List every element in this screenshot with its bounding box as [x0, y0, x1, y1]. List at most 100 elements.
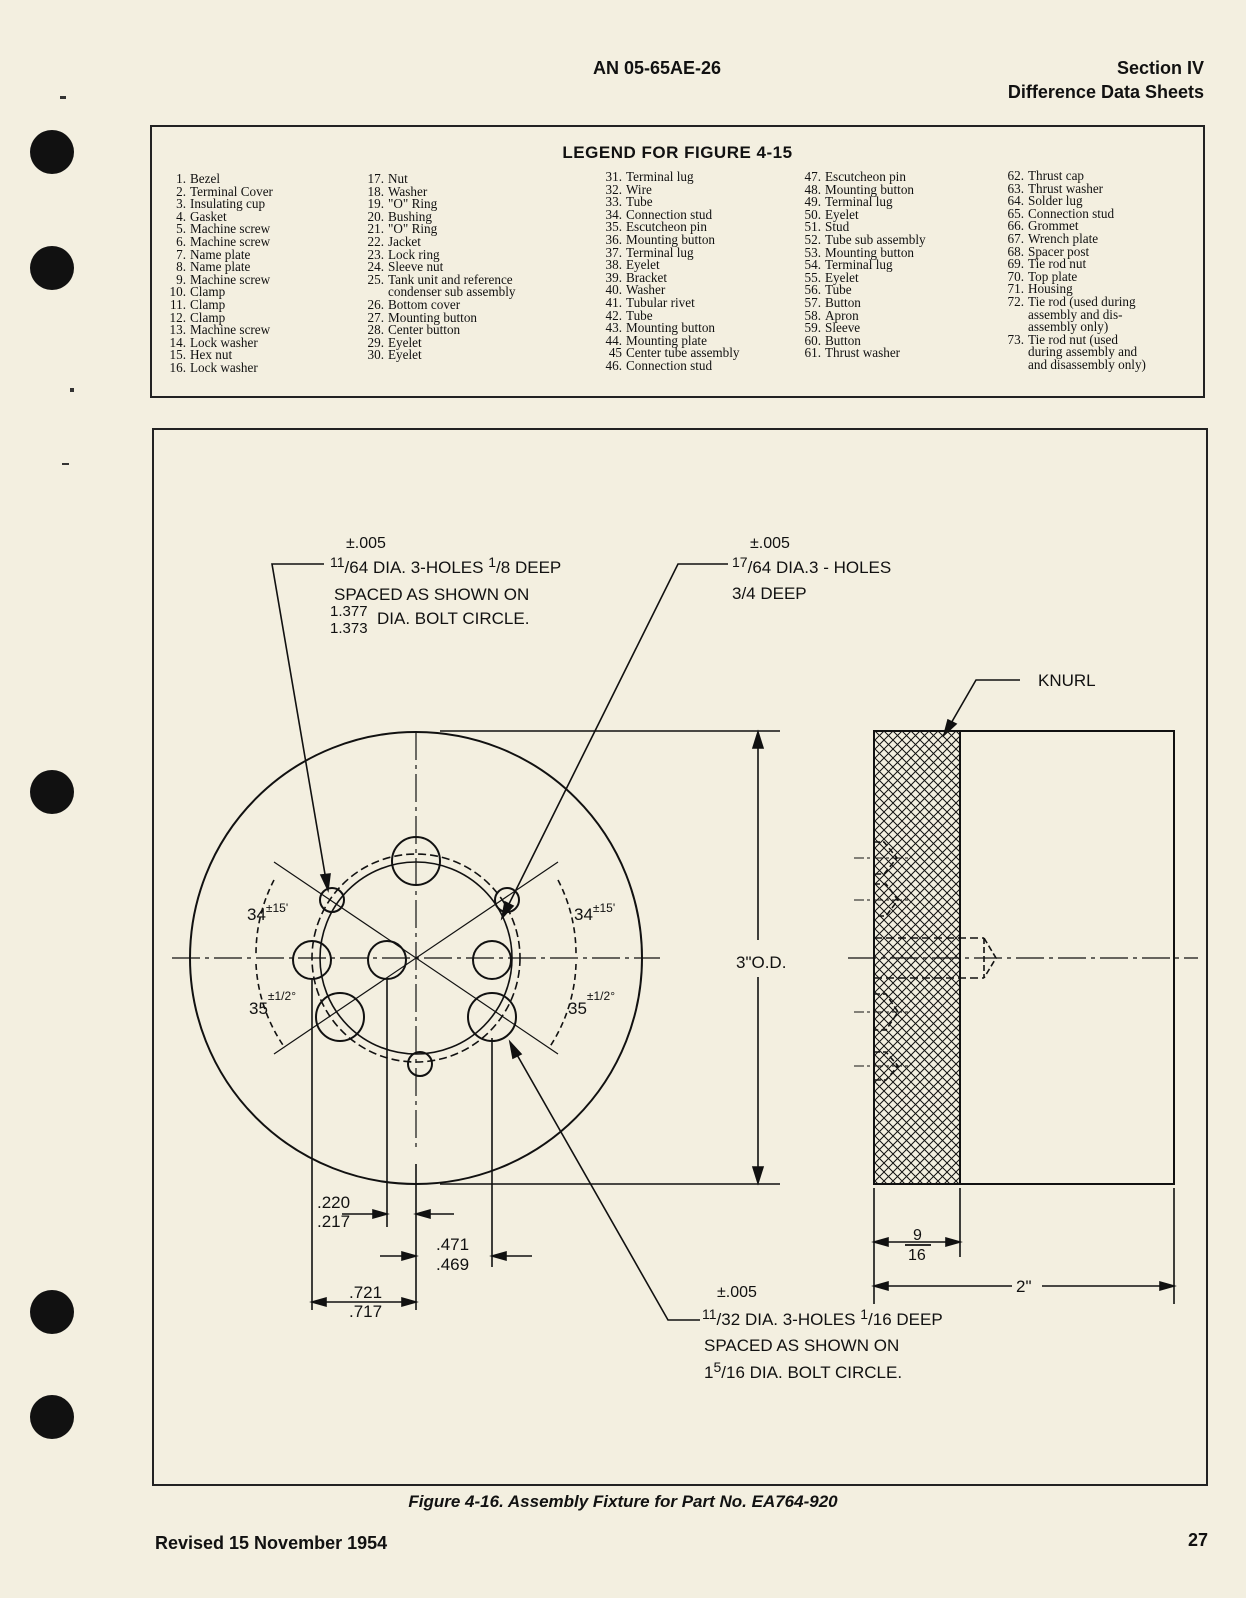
legend-item: 72.Tie rod (used during: [1000, 293, 1146, 309]
note1-mid: DIA. 3-HOLES: [373, 558, 484, 577]
legend-item-number: 12.: [169, 309, 186, 325]
legend-item: 41.Tubular rivet: [598, 294, 740, 310]
legend-item: 11.Clamp: [164, 296, 273, 312]
legend-item-number: 2.: [176, 183, 186, 199]
note3-end: DEEP: [896, 1310, 942, 1329]
note3-bc-whole: 1: [704, 1363, 713, 1382]
legend-item-number: 33.: [605, 194, 622, 210]
legend-item: 57.Button: [797, 296, 926, 310]
legend-item: 7.Name plate: [164, 247, 273, 262]
legend-item-number: 61.: [804, 345, 821, 361]
angle-arc: [255, 879, 275, 955]
note1-depth-num: 1: [488, 554, 496, 570]
legend-item-number: 13.: [169, 322, 186, 338]
doc-number: AN 05-65AE-26: [593, 58, 722, 78]
legend-item-number: 43.: [605, 320, 622, 336]
legend-item: 35.Escutcheon pin: [598, 219, 740, 235]
legend-item-number: 15.: [169, 347, 186, 363]
legend-item: and disassembly only): [1000, 358, 1146, 372]
note2-line1: 17/64 DIA.3 - HOLES: [732, 554, 891, 577]
note2-end: DIA.3 - HOLES: [776, 558, 891, 577]
legend-item-number: 29.: [367, 334, 384, 350]
legend-item-number: 5.: [176, 221, 186, 237]
hole-small: [407, 1051, 433, 1077]
legend-item: 40.Washer: [598, 282, 740, 298]
knurl-label: KNURL: [1038, 671, 1096, 690]
legend-item-number: 10.: [169, 284, 186, 300]
legend-item-text: Bezel: [190, 171, 221, 186]
legend-item-text: Eyelet: [825, 206, 859, 222]
legend-item-number: 72.: [1007, 293, 1024, 309]
legend-item-number: 50.: [804, 206, 821, 222]
legend-item-number: 45: [608, 345, 622, 361]
note3-mid: DIA. 3-HOLES: [745, 1310, 856, 1329]
legend-item: 60.Button: [797, 332, 926, 348]
note1-tolerance: ±.005: [346, 535, 386, 552]
hidden-bore: [983, 937, 997, 979]
note3-depth-num: 1: [860, 1306, 868, 1322]
note2-tolerance: ±.005: [750, 535, 790, 552]
legend-item-text: Jacket: [388, 233, 421, 249]
legend-item-number: 65.: [1007, 205, 1024, 221]
legend-item: 18.Washer: [360, 184, 515, 199]
legend-item-text: Tube: [626, 194, 653, 210]
legend-item: 69.Tie rod nut: [1000, 256, 1146, 272]
legend-item-number: 60.: [804, 332, 821, 348]
legend-item-number: 67.: [1007, 230, 1024, 246]
arrowhead: [751, 1166, 765, 1186]
revision-date: Revised 15 November 1954: [155, 1533, 388, 1553]
legend-item-number: 55.: [804, 269, 821, 285]
legend-item: 37.Terminal lug: [598, 245, 740, 260]
legend-item: 59.Sleeve: [797, 321, 926, 335]
legend-item-text: Button: [825, 332, 861, 348]
legend-item-text: Washer: [626, 282, 666, 298]
legend-item-text: "O" Ring: [388, 196, 438, 212]
angle-right-top: 34±15': [574, 901, 615, 924]
arrowhead: [319, 873, 331, 893]
dim-717: .717: [349, 1302, 382, 1321]
legend-item: 44.Mounting plate: [598, 334, 740, 348]
legend-item-text: Solder lug: [1028, 193, 1083, 209]
legend-item: 54.Terminal lug: [797, 258, 926, 272]
legend-item: 53.Mounting button: [797, 245, 926, 260]
legend-item-number: 35.: [605, 219, 622, 235]
legend-item: 1.Bezel: [164, 171, 273, 186]
legend-item: 36.Mounting button: [598, 233, 740, 247]
legend-item-text: Eyelet: [626, 257, 660, 273]
legend-item: 16.Lock washer: [164, 361, 273, 375]
dim-16: 16: [908, 1247, 926, 1264]
legend-item-number: 73.: [1007, 331, 1024, 347]
legend-item: 5.Machine screw: [164, 221, 273, 237]
legend-item: during assembly and: [1000, 345, 1146, 359]
legend-item-number: 46.: [605, 357, 622, 373]
legend-item-number: 41.: [605, 294, 622, 310]
legend-item-text: Tie rod nut: [1028, 256, 1087, 272]
legend-item: 33.Tube: [598, 194, 740, 210]
legend-item: 8.Name plate: [164, 260, 273, 274]
arrowhead: [871, 1236, 889, 1248]
figure-box: ±.005 11/64 DIA. 3-HOLES 1/8 DEEP SPACED…: [152, 428, 1208, 1486]
dim-217: .217: [317, 1212, 350, 1231]
legend-item: 70.Top plate: [1000, 270, 1146, 284]
legend-item-text: Connection stud: [626, 206, 713, 222]
legend-item-text: Bracket: [626, 269, 668, 285]
legend-item-number: 71.: [1007, 281, 1024, 297]
legend-item: 43.Mounting button: [598, 320, 740, 336]
angle-right-bot: 35±1/2°: [568, 989, 615, 1018]
legend-item: 17.Nut: [360, 171, 515, 186]
legend-item: 51.Stud: [797, 220, 926, 234]
legend-item-number: 22.: [367, 233, 384, 249]
legend-item-number: 17.: [367, 171, 384, 186]
legend-item: 20.Bushing: [360, 210, 515, 224]
note1-line3: DIA. BOLT CIRCLE.: [377, 609, 529, 628]
legend-item: 65.Connection stud: [1000, 205, 1146, 221]
legend-item-number: 11.: [170, 296, 186, 312]
legend-item-number: 40.: [605, 282, 622, 298]
legend-item: 25.Tank unit and reference: [360, 271, 515, 287]
legend-item-text: Machine screw: [190, 233, 271, 249]
legend-item: 42.Tube: [598, 308, 740, 323]
legend-item-text: Tank unit and reference: [388, 271, 513, 287]
legend-item: 48.Mounting button: [797, 182, 926, 197]
dim-9: 9: [913, 1227, 922, 1244]
